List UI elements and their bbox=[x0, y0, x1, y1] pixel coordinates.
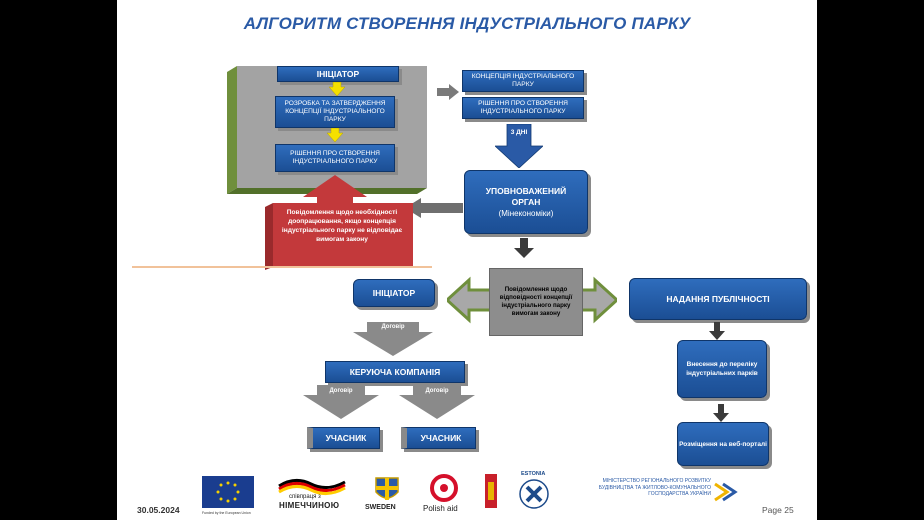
arrow-right-icon bbox=[437, 84, 459, 100]
emblem-icon bbox=[485, 474, 497, 508]
germany-ukraine-flag-wave bbox=[278, 479, 346, 495]
footer-date: 30.05.2024 bbox=[137, 505, 180, 515]
arrow-down-icon bbox=[514, 238, 534, 258]
authorized-body: УПОВНОВАЖЕНИЙ ОРГАН (Мінекономіки) bbox=[464, 170, 588, 234]
three-days-label: 3 ДНІ bbox=[510, 129, 528, 136]
slide: АЛГОРИТМ СТВОРЕННЯ ІНДУСТРІАЛЬНОГО ПАРКУ… bbox=[117, 0, 817, 520]
yellow-arrow-down-icon-2 bbox=[327, 128, 343, 142]
publicity-box: НАДАННЯ ПУБЛІЧНОСТІ bbox=[629, 278, 807, 320]
arrow-left-icon bbox=[405, 198, 463, 218]
concept-development-step: РОЗРОБКА ТА ЗАТВЕРДЖЕННЯ КОНЦЕПЦІЇ ІНДУС… bbox=[275, 96, 395, 128]
management-company-box: КЕРУЮЧА КОМПАНІЯ bbox=[325, 361, 465, 383]
contract-arrow-1 bbox=[353, 322, 433, 356]
yellow-arrow-down-icon bbox=[329, 82, 345, 96]
decision-document: РІШЕННЯ ПРО СТВОРЕННЯ ІНДУСТРІАЛЬНОГО ПА… bbox=[462, 97, 584, 119]
red-notice-text: Повідомлення щодо необхідності доопрацюв… bbox=[281, 209, 403, 243]
polish-aid-label: Polish aid bbox=[423, 504, 458, 513]
participant-box-2: УЧАСНИК bbox=[401, 427, 476, 449]
polish-aid-logo-icon bbox=[430, 474, 458, 502]
initiator-header: ІНІЦІАТОР bbox=[277, 66, 399, 82]
contract-arrow-2 bbox=[303, 385, 379, 419]
contract-label-2: Договір bbox=[329, 388, 353, 394]
concept-document: КОНЦЕПЦІЯ ІНДУСТРІАЛЬНОГО ПАРКУ bbox=[462, 70, 584, 92]
ministry-logo-icon bbox=[714, 482, 738, 502]
estonia-label: ESTONIA bbox=[521, 471, 546, 477]
estonia-logo-icon bbox=[519, 479, 549, 509]
eu-flag-logo bbox=[202, 476, 254, 508]
contract-label-3: Договір bbox=[425, 388, 449, 394]
park-creation-decision-step: РІШЕННЯ ПРО СТВОРЕННЯ ІНДУСТРІАЛЬНОГО ПА… bbox=[275, 144, 395, 172]
authorized-body-ministry: (Мінекономіки) bbox=[498, 209, 554, 218]
arrow-down-icon-3 bbox=[713, 404, 729, 422]
registry-box: Внесення до переліку індустріальних парк… bbox=[677, 340, 767, 398]
gray-notice: Повідомлення щодо відповідності концепці… bbox=[489, 268, 583, 336]
authorized-body-title: УПОВНОВАЖЕНИЙ ОРГАН bbox=[485, 186, 567, 207]
slide-title: АЛГОРИТМ СТВОРЕННЯ ІНДУСТРІАЛЬНОГО ПАРКУ bbox=[243, 14, 691, 33]
three-days-arrow bbox=[495, 124, 543, 168]
germany-line1: співпраця з bbox=[289, 494, 321, 500]
contract-arrow-3 bbox=[399, 385, 475, 419]
participant-box-1: УЧАСНИК bbox=[307, 427, 380, 449]
web-portal-box: Розміщення на веб-порталі bbox=[677, 422, 769, 466]
contract-label-1: Договір bbox=[381, 324, 405, 330]
initiator-box-2: ІНІЦІАТОР bbox=[353, 279, 435, 307]
eu-caption: Funded by the European Union bbox=[202, 511, 251, 515]
divider-line bbox=[132, 266, 432, 268]
ministry-label: МІНІСТЕРСТВО РЕГІОНАЛЬНОГО РОЗВИТКУ БУДІ… bbox=[598, 478, 711, 497]
sweden-label: SWEDEN bbox=[365, 504, 396, 511]
red-notice-shape bbox=[265, 175, 413, 270]
page-number: Page 25 bbox=[762, 505, 794, 515]
sweden-crest-icon bbox=[375, 477, 399, 500]
arrow-down-icon-2 bbox=[709, 322, 725, 340]
germany-line2: НІМЕЧЧИНОЮ bbox=[279, 501, 340, 510]
